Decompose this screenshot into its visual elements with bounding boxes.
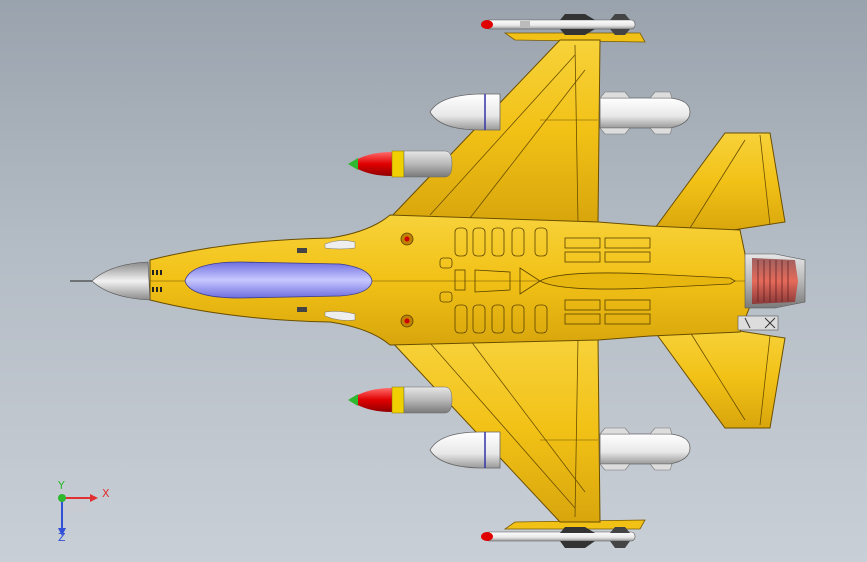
missile-red-lower — [348, 386, 453, 414]
y-axis-label: Y — [58, 479, 65, 492]
store-upper-outer — [599, 91, 691, 135]
fuel-tank-lower-inner — [429, 431, 501, 469]
wingtip-missile-top — [481, 14, 646, 43]
z-axis-label: Z — [58, 531, 66, 544]
nose-cone — [70, 261, 162, 301]
coordinate-triad-icon: X Y Z — [40, 476, 120, 556]
store-lower-outer — [599, 427, 691, 471]
engine-nozzle — [737, 253, 806, 331]
wing-lower — [388, 337, 601, 523]
stabilizer-upper — [654, 132, 786, 233]
missile-red-upper — [348, 150, 453, 178]
x-axis-label: X — [102, 487, 110, 500]
fuselage — [149, 214, 751, 346]
stabilizer-lower — [654, 327, 786, 429]
canopy — [184, 261, 373, 299]
wing-upper — [388, 39, 601, 223]
fuel-tank-upper-inner — [429, 93, 501, 131]
wingtip-missile-bottom — [481, 519, 646, 548]
